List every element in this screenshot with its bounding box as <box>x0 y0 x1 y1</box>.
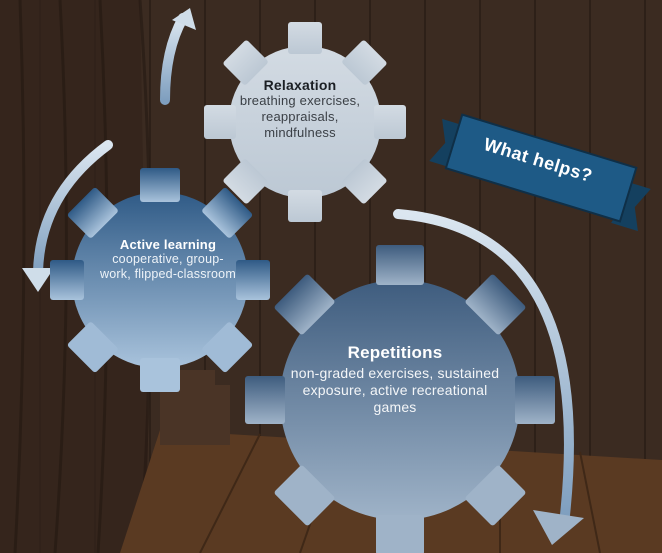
relaxation-title: Relaxation <box>263 77 337 93</box>
gear-active-learning <box>50 168 270 392</box>
arrow-to-repetitions <box>393 209 574 520</box>
gear-repetitions <box>245 245 555 553</box>
repetitions-title: Repetitions <box>347 343 443 362</box>
gear-relaxation <box>204 22 406 222</box>
active-learning-label: Active learning cooperative, group-work,… <box>98 237 238 282</box>
arrowhead-relaxation <box>172 8 196 30</box>
repetitions-label: Repetitions non-graded exercises, sustai… <box>290 343 500 416</box>
arrowhead-repetitions <box>533 510 584 545</box>
arrow-to-relaxation <box>160 13 188 105</box>
arrowhead-active-learning <box>22 268 54 292</box>
arrow-to-active-learning <box>33 140 113 277</box>
active-learning-title: Active learning <box>119 237 217 252</box>
relaxation-body: breathing exercises, reappraisals, mindf… <box>239 93 361 140</box>
what-helps-banner <box>429 113 651 232</box>
relaxation-label: Relaxation breathing exercises, reapprai… <box>232 77 368 141</box>
active-learning-body: cooperative, group-work, flipped-classro… <box>100 252 236 281</box>
cycle-arrows <box>33 13 574 520</box>
repetitions-body: non-graded exercises, sustained exposure… <box>290 365 500 415</box>
arrowheads <box>22 8 584 545</box>
